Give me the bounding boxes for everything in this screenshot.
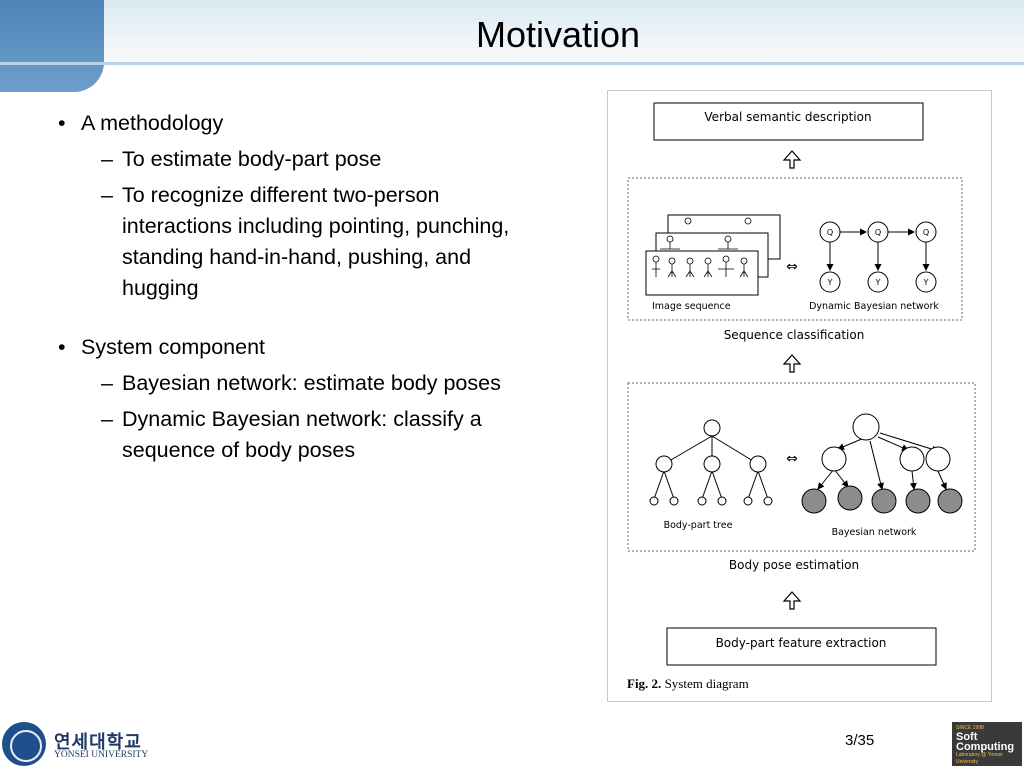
university-emblem-icon — [2, 722, 46, 766]
up-arrow-icon — [782, 150, 802, 169]
body-part-tree-label: Body-part tree — [664, 520, 733, 531]
dbn-node-label: Q — [875, 228, 881, 237]
sub-bullet-text: Bayesian network: estimate body poses — [122, 371, 501, 395]
up-arrow-icon — [782, 591, 802, 610]
sub-bullet-item: – To recognize different two-person inte… — [101, 180, 598, 304]
sub-bullet-item: – Bayesian network: estimate body poses — [101, 368, 598, 399]
university-name-korean: 연세대학교 — [54, 732, 142, 752]
caption-text: System diagram — [664, 676, 749, 691]
sequence-classification-label: Sequence classification — [724, 328, 865, 342]
bayesian-network-label: Bayesian network — [832, 527, 917, 538]
bullet-item: • A methodology — [58, 108, 598, 139]
dbn-node-label: Q — [923, 228, 929, 237]
header-bar — [0, 0, 1024, 64]
bullet-text: System component — [81, 335, 266, 359]
equivalence-arrow-icon: ⇔ — [786, 259, 798, 275]
bullet-item: • System component — [58, 332, 598, 363]
verbal-description-box — [653, 102, 924, 141]
dbn-node-label: Q — [827, 228, 833, 237]
dbn-node-label: Y — [923, 278, 929, 287]
dash-marker: – — [101, 183, 113, 207]
feature-extraction-box — [666, 627, 937, 666]
header-divider — [0, 62, 1024, 65]
system-diagram-figure: Verbal semantic description Image sequen… — [607, 90, 992, 702]
header-accent — [0, 0, 104, 92]
dash-marker: – — [101, 407, 113, 431]
dbn-graph — [819, 221, 937, 293]
body-pose-estimation-label: Body pose estimation — [729, 558, 859, 572]
bullet-text: A methodology — [81, 111, 224, 135]
sub-bullet-text: To recognize different two-person intera… — [122, 183, 510, 300]
lab-subtitle: Laboratory @ Yonsei University — [956, 752, 1003, 765]
dash-marker: – — [101, 371, 113, 395]
sub-bullet-item: – Dynamic Bayesian network: classify a s… — [101, 404, 598, 466]
dbn-node-label: Y — [875, 278, 881, 287]
stick-figures — [652, 217, 752, 278]
up-arrow-icon — [782, 354, 802, 373]
bullet-dot: • — [58, 335, 66, 359]
sub-bullet-item: – To estimate body-part pose — [101, 144, 598, 175]
sub-bullet-text: To estimate body-part pose — [122, 147, 382, 171]
caption-number: Fig. 2. — [627, 676, 662, 691]
university-name-english: YONSEI UNIVERSITY — [54, 750, 149, 760]
sequence-classification-region — [627, 177, 963, 321]
bullet-list: • A methodology – To estimate body-part … — [58, 108, 598, 466]
equivalence-arrow-icon: ⇔ — [786, 451, 798, 467]
dbn-label: Dynamic Bayesian network — [809, 301, 939, 312]
lab-since: SINCE 1998 — [956, 725, 984, 731]
university-logo: 연세대학교 YONSEI UNIVERSITY — [2, 722, 152, 766]
image-sequence-stack — [645, 214, 781, 296]
dbn-node-label: Y — [827, 278, 833, 287]
body-pose-region — [627, 382, 976, 552]
body-part-tree — [649, 419, 773, 506]
dash-marker: – — [101, 147, 113, 171]
lab-name-computing: Computing — [956, 741, 1015, 753]
figure-caption: Fig. 2. System diagram — [627, 676, 749, 692]
lab-name-soft: Soft — [956, 731, 978, 743]
image-sequence-label: Image sequence — [652, 301, 731, 312]
system-diagram: Verbal semantic description Image sequen… — [627, 102, 976, 666]
verbal-description-label: Verbal semantic description — [704, 110, 871, 124]
feature-extraction-label: Body-part feature extraction — [716, 636, 887, 650]
bullet-dot: • — [58, 111, 66, 135]
lab-logo: SINCE 1998 Soft Computing Laboratory @ Y… — [952, 722, 1022, 766]
bayesian-network-graph — [801, 413, 963, 514]
slide-title: Motivation — [475, 14, 641, 55]
page-number: 3/35 — [845, 732, 875, 749]
sub-bullet-text: Dynamic Bayesian network: classify a seq… — [122, 407, 482, 462]
